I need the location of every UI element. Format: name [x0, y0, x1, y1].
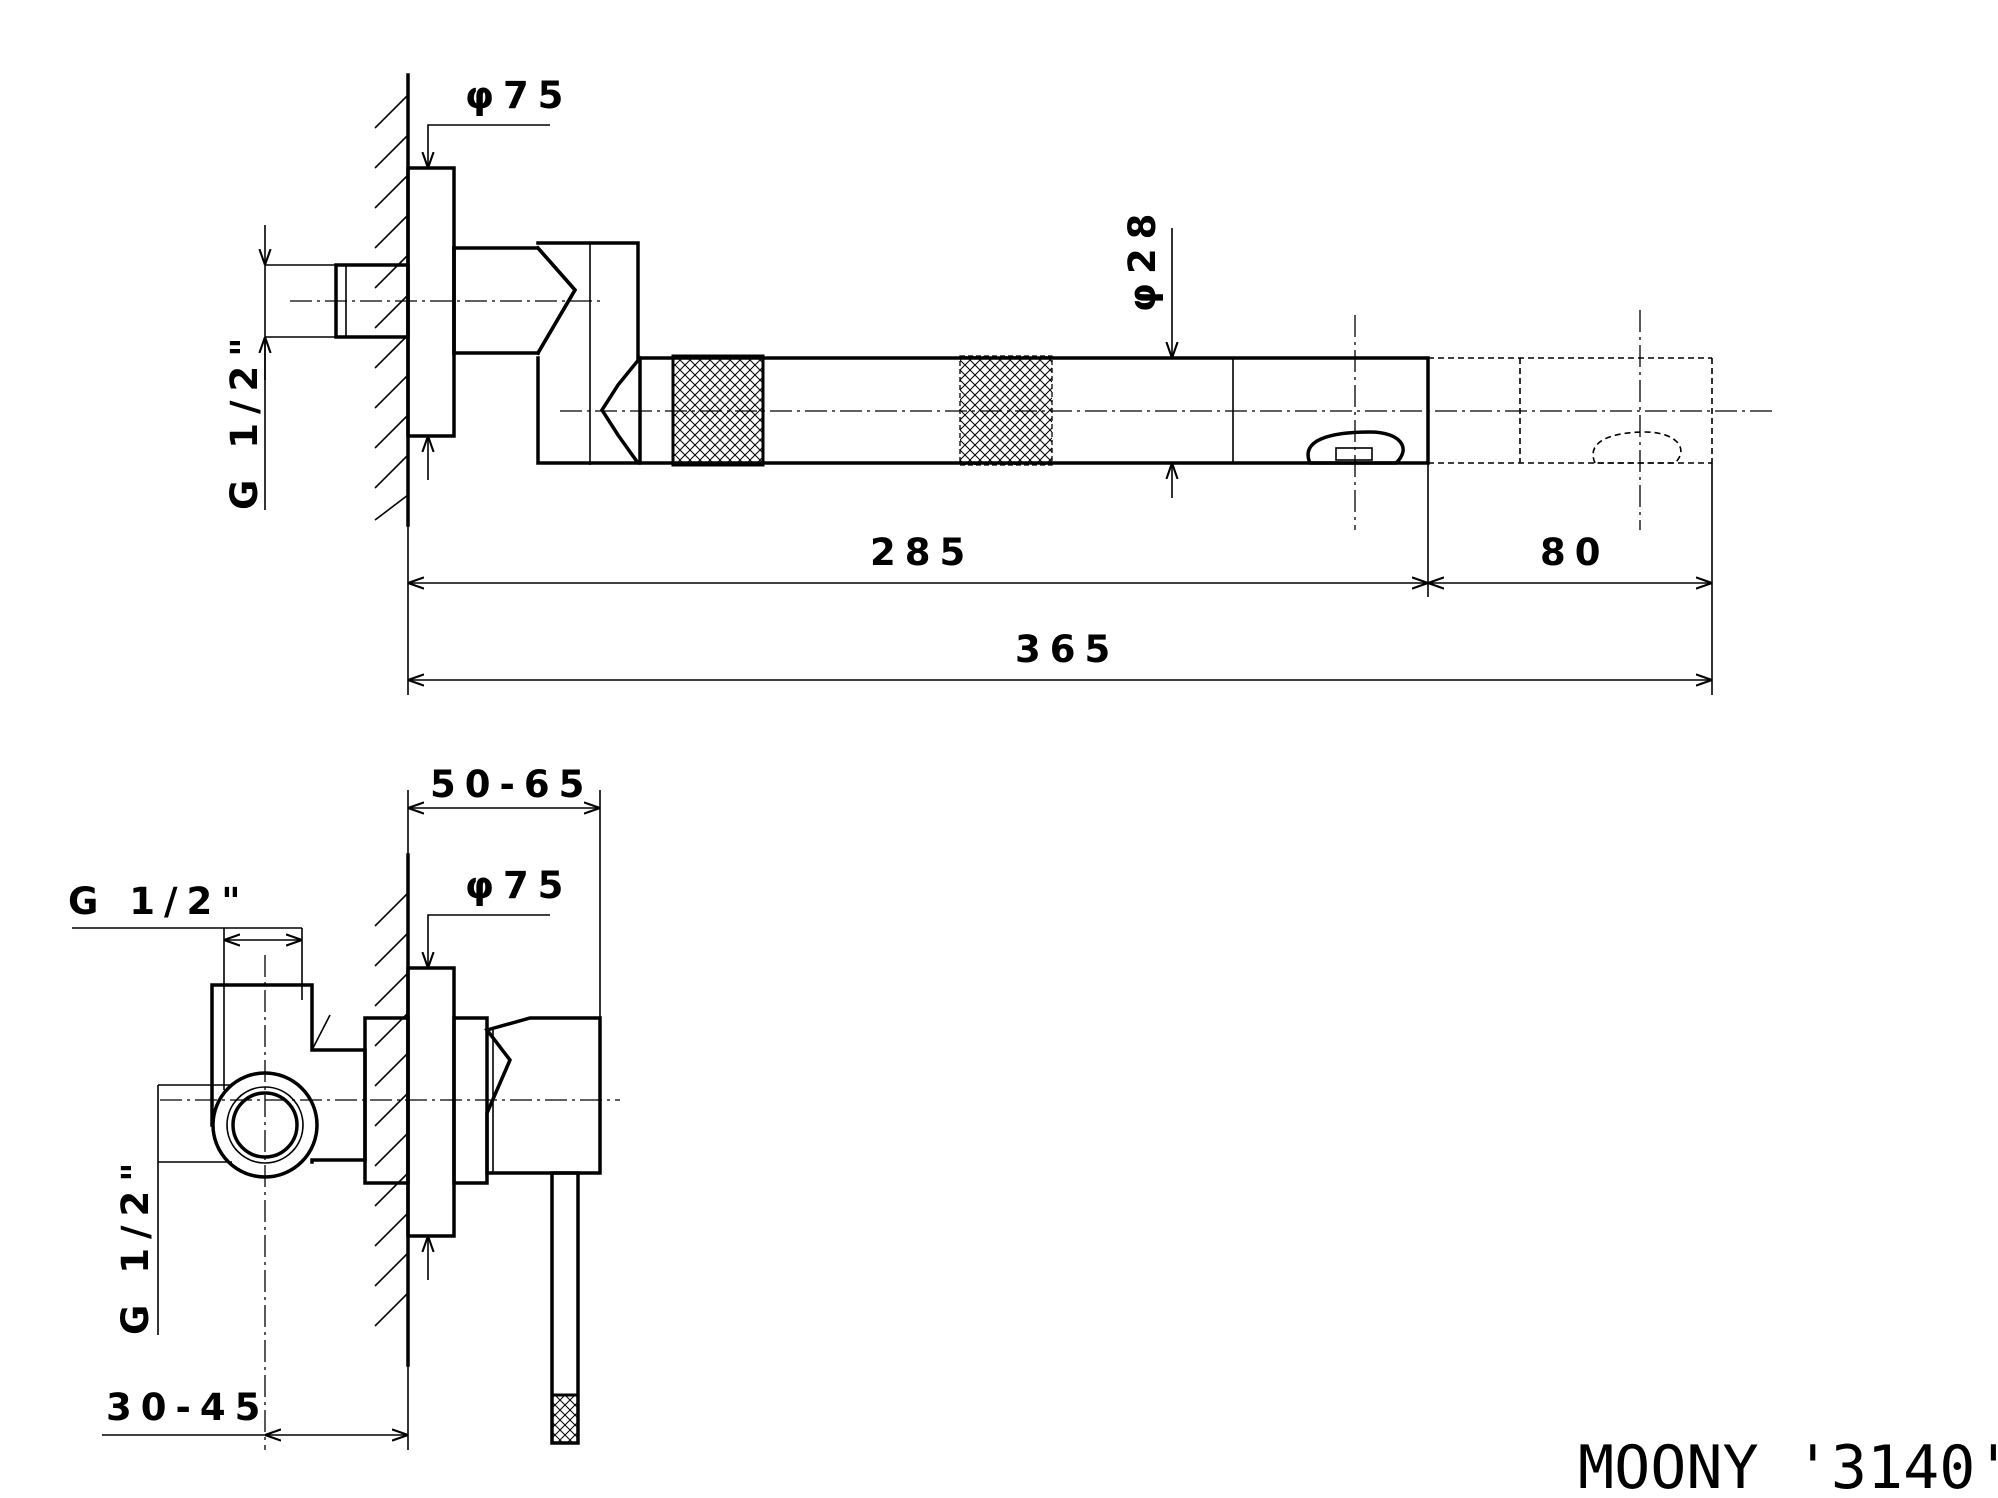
rosette-plate — [406, 166, 456, 438]
overall-length-label: 365 — [1015, 628, 1119, 671]
inlet-thread-side-label: G 1/2" — [114, 1153, 157, 1335]
spout-reach-label: 285 — [870, 531, 974, 574]
aerator-outlet — [1306, 430, 1405, 465]
elbow-joint — [536, 241, 640, 360]
rosette-plate-front — [406, 966, 456, 1238]
wall-hatching — [374, 94, 409, 521]
offset-range-label: 30-45 — [106, 1386, 269, 1429]
inlet-thread-top-label: G 1/2" — [68, 880, 250, 923]
lever-grip — [550, 1393, 580, 1445]
inlet-thread-label: G 1/2" — [223, 328, 266, 510]
model-title: MOONY '3140' — [1578, 1433, 1998, 1498]
side-view: φ75 φ28 G 1/2" 285 80 365 — [223, 73, 1775, 695]
extension-label: 80 — [1540, 531, 1610, 574]
lever-body — [484, 1016, 602, 1175]
depth-range-label: 50-65 — [430, 763, 593, 806]
rosette-diameter-front-label: φ75 — [465, 864, 572, 907]
front-view: 50-65 φ75 G 1/2" G 1/2" 30-45 — [68, 763, 620, 1450]
rosette-diameter-label: φ75 — [465, 74, 572, 117]
spout-diameter-label: φ28 — [1121, 205, 1164, 312]
